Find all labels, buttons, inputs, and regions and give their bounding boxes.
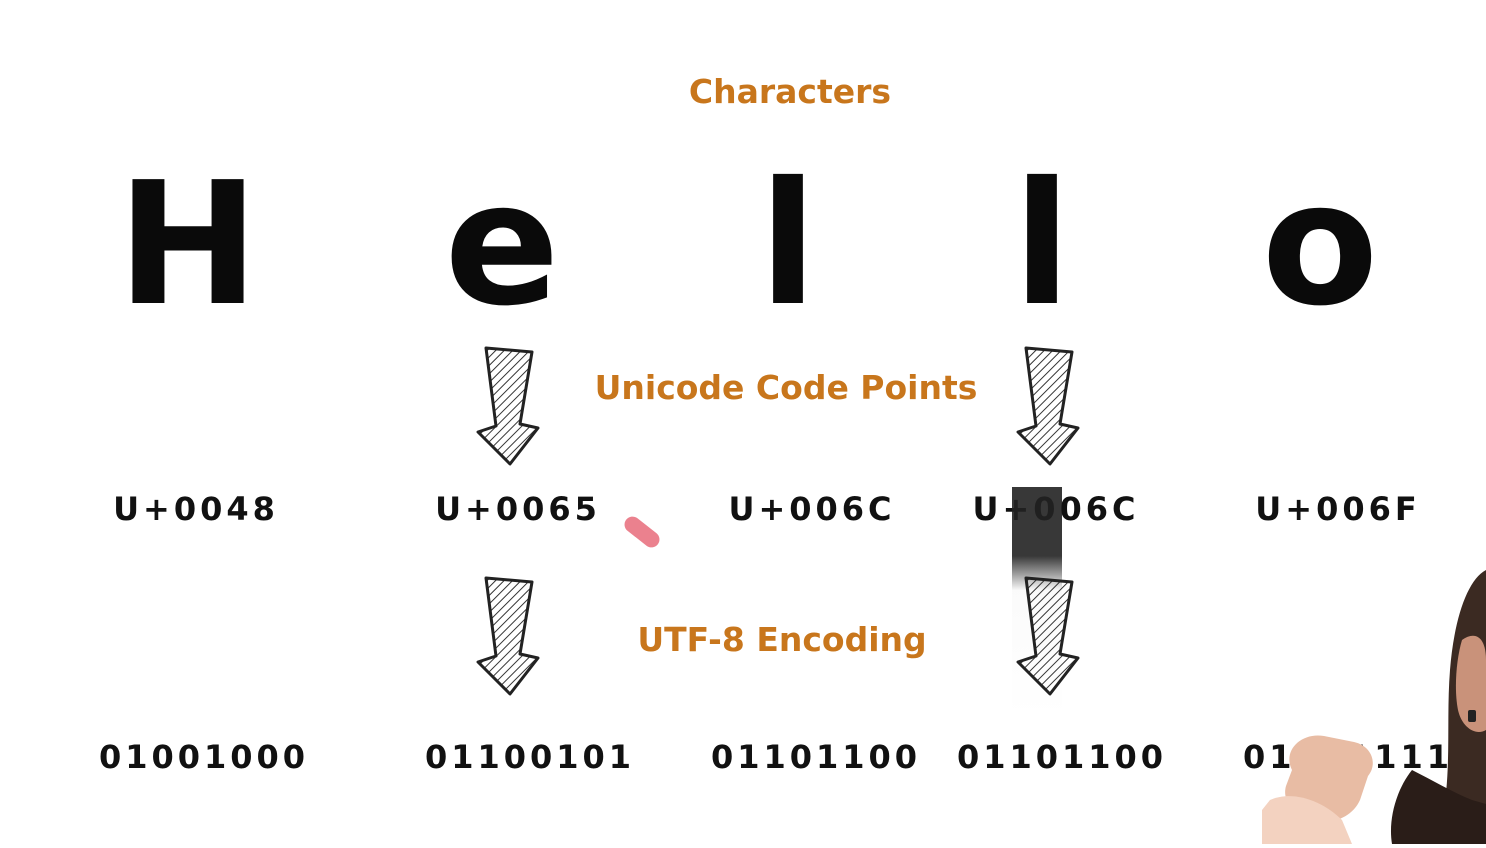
character-l-first: l bbox=[758, 146, 818, 344]
utf8-heading: UTF-8 Encoding bbox=[637, 620, 927, 659]
character-o: o bbox=[1261, 146, 1379, 344]
utf8-byte-l-second: 01101100 bbox=[956, 738, 1168, 776]
down-arrow-icon bbox=[474, 576, 544, 698]
character-e: e bbox=[444, 146, 560, 344]
utf8-byte-h: 01001000 bbox=[98, 738, 310, 776]
character-l-second: l bbox=[1012, 146, 1072, 344]
utf8-byte-e: 01100101 bbox=[424, 738, 636, 776]
code-point-o: U+006F bbox=[1255, 490, 1421, 528]
down-arrow-icon bbox=[1014, 346, 1084, 468]
utf8-byte-l-first: 01101100 bbox=[710, 738, 922, 776]
pen-mark bbox=[621, 513, 663, 551]
character-h: H bbox=[116, 146, 260, 344]
characters-heading: Characters bbox=[688, 72, 892, 111]
presenter-video-overlay bbox=[1262, 560, 1486, 844]
code-point-l-first: U+006C bbox=[728, 490, 896, 528]
code-point-h: U+0048 bbox=[113, 490, 279, 528]
code-point-e: U+0065 bbox=[435, 490, 601, 528]
down-arrow-icon bbox=[1014, 576, 1084, 698]
down-arrow-icon bbox=[474, 346, 544, 468]
code-points-heading: Unicode Code Points bbox=[594, 368, 978, 407]
